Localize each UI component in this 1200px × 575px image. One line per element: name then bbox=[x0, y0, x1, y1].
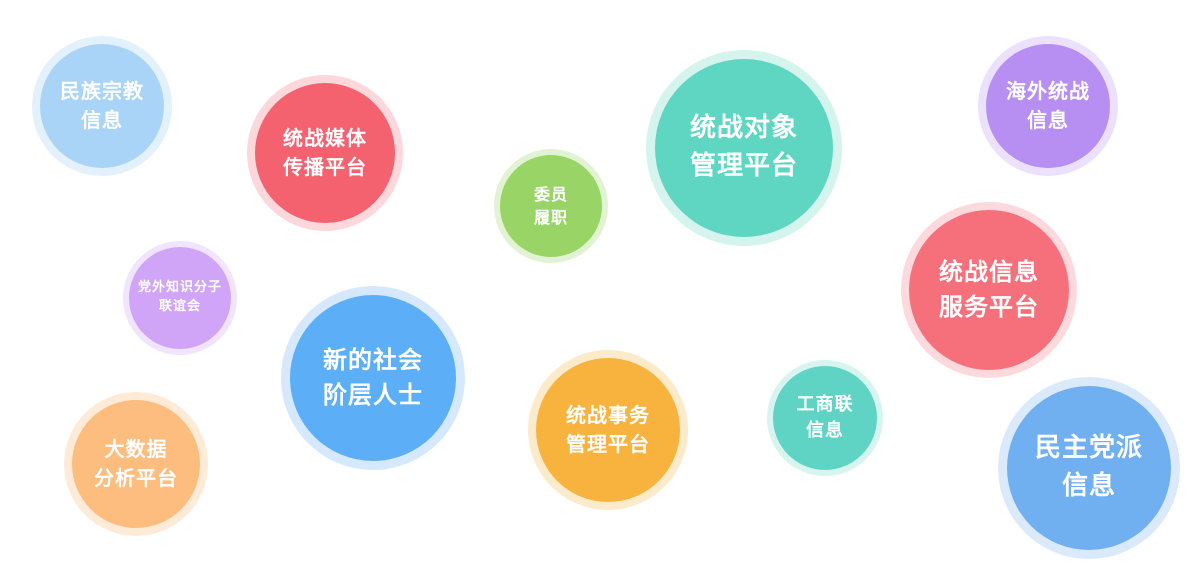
bubble-label-line-1: 新的社会 bbox=[323, 346, 423, 375]
bubble-label-line-2: 阶层人士 bbox=[323, 381, 423, 409]
bubble-weiyuan-lvzhi[interactable]: 委员 履职 bbox=[494, 149, 608, 263]
bubble-label-line-2: 管理平台 bbox=[566, 432, 650, 456]
bubble-dangwai-zhishi[interactable]: 党外知识分子 联谊会 bbox=[123, 241, 237, 355]
bubble-haiwai-tongzhan[interactable]: 海外统战 信息 bbox=[978, 36, 1118, 176]
bubble-label-line-2: 信息 bbox=[1061, 471, 1116, 501]
bubble-label-line-2: 信息 bbox=[1027, 108, 1069, 132]
bubble-core: 民族宗教 信息 bbox=[40, 44, 164, 168]
bubble-dashuju[interactable]: 大数据 分析平台 bbox=[64, 392, 208, 536]
bubble-label-line-1: 党外知识分子 bbox=[137, 280, 222, 296]
bubble-label-line-2: 联谊会 bbox=[158, 299, 201, 314]
bubble-gongshanglian[interactable]: 工商联 信息 bbox=[767, 360, 883, 476]
bubble-core: 委员 履职 bbox=[500, 155, 602, 257]
bubble-tongzhan-xinxi[interactable]: 统战信息 服务平台 bbox=[901, 202, 1077, 378]
bubble-label-line-1: 工商联 bbox=[796, 393, 854, 415]
bubble-label-line-1: 海外统战 bbox=[1006, 79, 1090, 103]
bubble-label-line-1: 统战事务 bbox=[566, 403, 650, 427]
bubble-label-line-2: 传播平台 bbox=[283, 155, 367, 179]
bubble-label-line-1: 统战媒体 bbox=[283, 126, 367, 150]
bubble-xin-shehui[interactable]: 新的社会 阶层人士 bbox=[281, 286, 465, 470]
bubble-label-line-1: 统战对象 bbox=[689, 113, 798, 144]
bubble-tongzhan-meiti[interactable]: 统战媒体 传播平台 bbox=[247, 75, 403, 231]
bubble-minzu-zongjiao[interactable]: 民族宗教 信息 bbox=[32, 36, 172, 176]
bubble-label-line-2: 信息 bbox=[806, 420, 844, 441]
bubble-core: 统战媒体 传播平台 bbox=[255, 83, 395, 223]
bubble-minzhu-dangpai[interactable]: 民主党派 信息 bbox=[998, 377, 1180, 559]
bubble-core: 统战信息 服务平台 bbox=[909, 210, 1069, 370]
bubble-core: 海外统战 信息 bbox=[986, 44, 1110, 168]
bubble-label-line-2: 服务平台 bbox=[939, 293, 1039, 321]
bubble-core: 工商联 信息 bbox=[773, 366, 877, 470]
bubble-label-line-1: 统战信息 bbox=[939, 258, 1039, 287]
bubble-tongzhan-shiwu[interactable]: 统战事务 管理平台 bbox=[528, 350, 688, 510]
bubble-label-line-1: 大数据 bbox=[104, 437, 168, 461]
bubble-label-line-1: 民主党派 bbox=[1034, 433, 1143, 464]
bubble-core: 党外知识分子 联谊会 bbox=[129, 247, 231, 349]
bubble-label-line-1: 委员 bbox=[533, 184, 568, 204]
bubble-label-line-2: 分析平台 bbox=[94, 466, 178, 490]
bubble-core: 民主党派 信息 bbox=[1007, 386, 1171, 550]
bubble-label-line-1: 民族宗教 bbox=[60, 79, 144, 103]
bubble-label-line-2: 履职 bbox=[533, 208, 568, 227]
bubble-label-line-2: 管理平台 bbox=[689, 151, 798, 181]
bubble-core: 统战事务 管理平台 bbox=[536, 358, 680, 502]
bubble-core: 统战对象 管理平台 bbox=[655, 59, 833, 237]
bubble-core: 新的社会 阶层人士 bbox=[290, 295, 456, 461]
bubble-tongzhan-duixiang[interactable]: 统战对象 管理平台 bbox=[646, 50, 842, 246]
bubble-label-line-2: 信息 bbox=[81, 108, 123, 132]
bubble-core: 大数据 分析平台 bbox=[72, 400, 200, 528]
